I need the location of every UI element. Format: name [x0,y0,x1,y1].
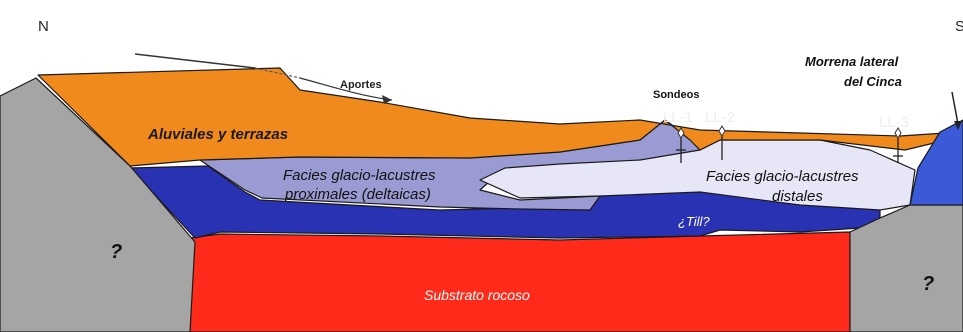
sondeos-label: Sondeos [653,89,699,101]
borehole-ll2-label: LL-2 [705,109,735,126]
distal-label-line2: distales [772,188,823,205]
moraine-label-line2: del Cinca [844,74,902,89]
moraine-label-line1: Morrena lateral [805,54,899,69]
proximal-label-line2: proximales (deltaicas) [284,186,431,203]
till-label: ¿Till? [678,214,710,229]
substrate-rock [190,232,850,332]
unknown-left-label: ? [110,241,122,263]
borehole-ll1-label: LL-1 [663,109,693,126]
bedrock-right [850,205,963,332]
proximal-label-line1: Facies glacio-lacustres [283,167,436,184]
aportes-label: Aportes [340,79,382,91]
north-label: N [38,18,49,35]
alluvial-label: Aluviales y terrazas [147,126,288,143]
substrate-label: Substrato rocoso [424,287,530,303]
distal-label-line1: Facies glacio-lacustres [706,168,859,185]
borehole-ll3-label: LL-3 [879,114,909,131]
unknown-right-label: ? [922,273,934,295]
south-label: S [955,18,963,35]
